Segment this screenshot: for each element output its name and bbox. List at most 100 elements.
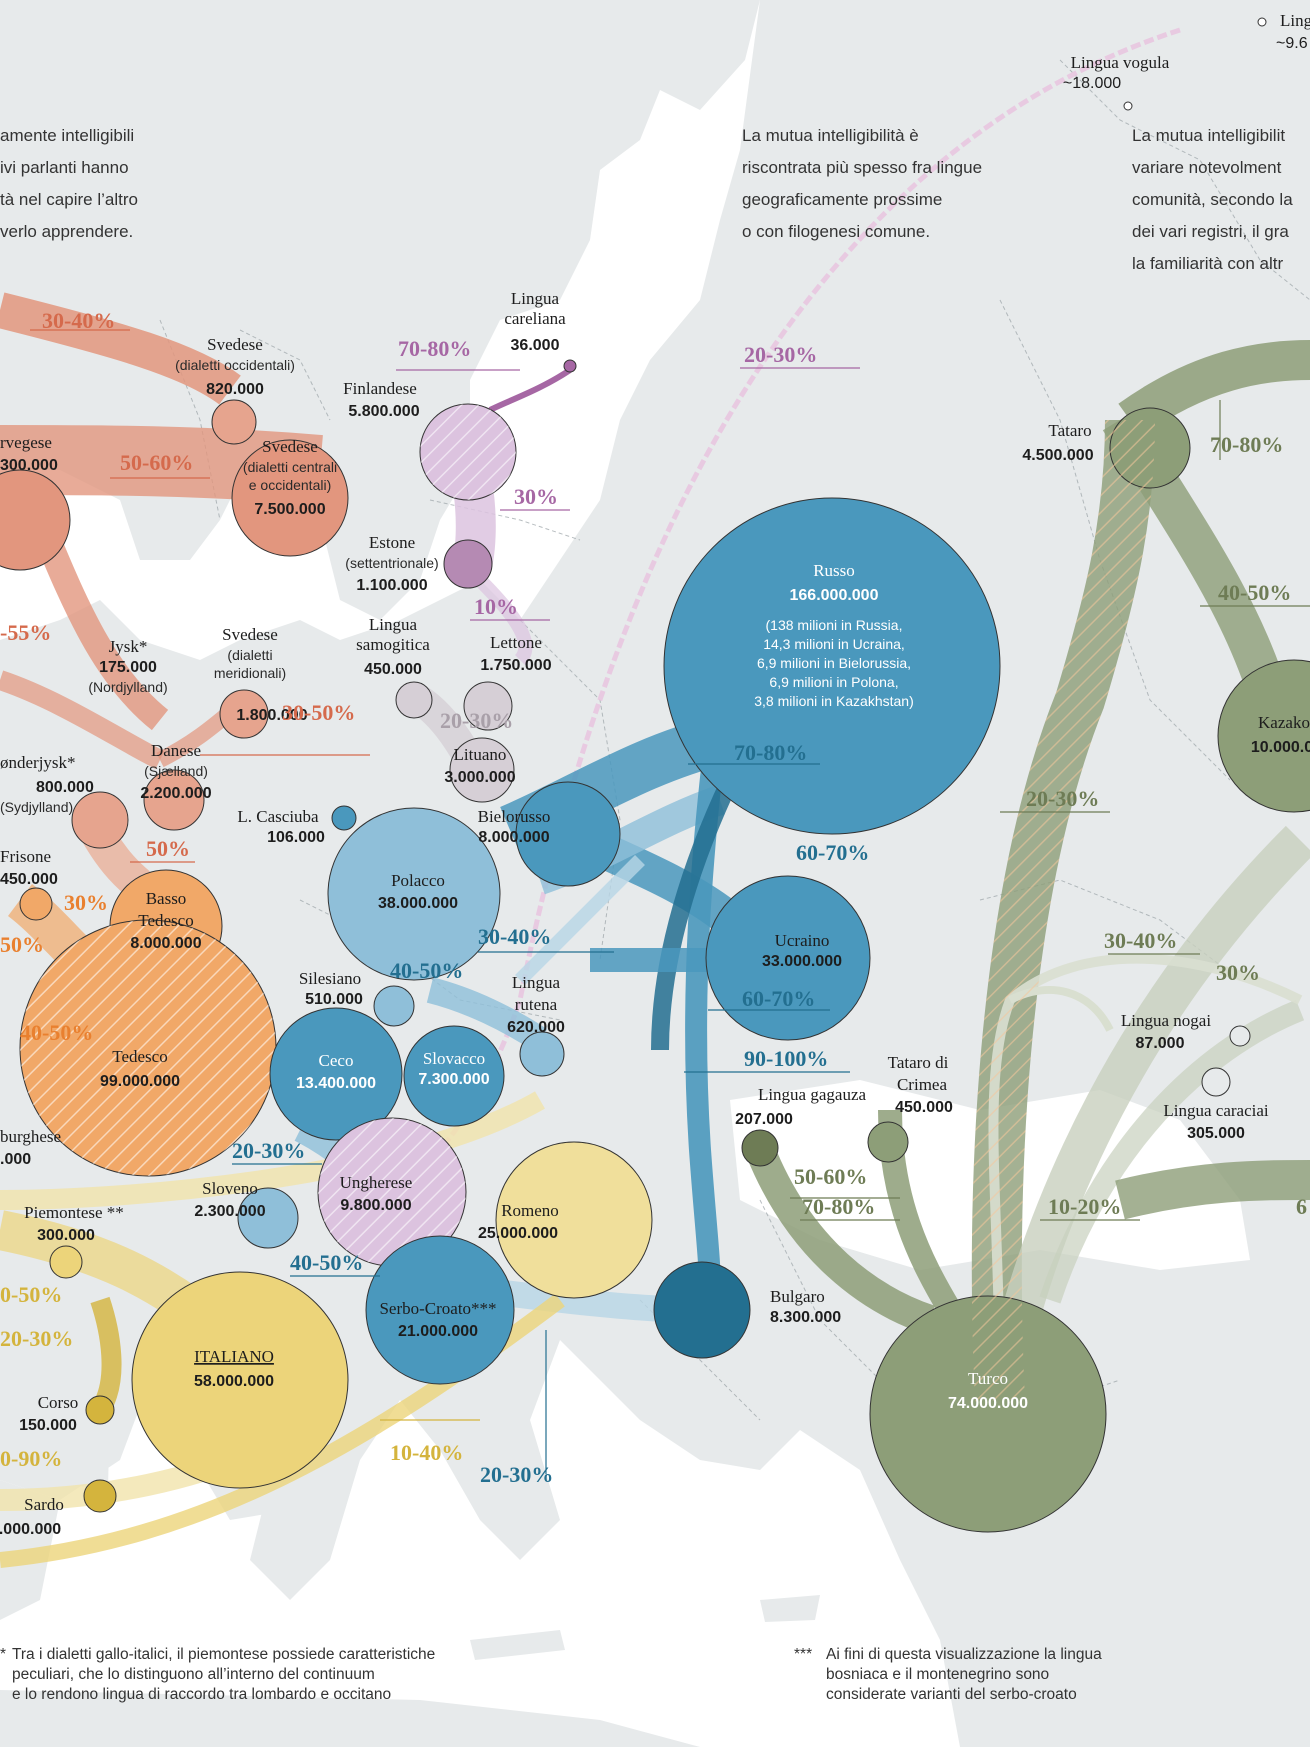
circle-vogula	[1123, 101, 1133, 111]
danese-name: Danese	[151, 741, 201, 760]
percent-labels: 30-40% 50-60% -55% 30-50% 50% 30% 50% 40…	[0, 308, 1307, 1487]
corso-speakers: 150.000	[19, 1417, 77, 1434]
land-crete	[470, 1630, 565, 1660]
basso-tedesco-name1: Basso	[146, 889, 187, 908]
sonderjysk-speakers: 800.000	[36, 779, 94, 796]
finlandese-speakers: 5.800.000	[348, 403, 419, 420]
circle-polacco	[327, 807, 501, 981]
pct-10-purple: 10%	[474, 594, 518, 619]
turco-name: Turco	[968, 1369, 1008, 1388]
circle-frisone	[19, 887, 53, 921]
slovacco-speakers: 7.300.000	[418, 1071, 489, 1088]
silesiano-speakers: 510.000	[305, 991, 363, 1008]
pct-50-orange: 50%	[0, 932, 44, 957]
frisone-speakers: 450.000	[0, 871, 58, 888]
note-right-line-2: comunità, secondo la	[1132, 190, 1293, 209]
jysk-sub: (Nordjylland)	[88, 679, 167, 695]
samogitica-speakers: 450.000	[364, 661, 422, 678]
note-left-line-2: tà nel capire l’altro	[0, 190, 138, 209]
basso-tedesco-speakers: 8.000.000	[130, 935, 201, 952]
pct-40-50-orange: 40-50%	[20, 1020, 93, 1045]
footnote-left-mark: *	[0, 1646, 7, 1663]
land-northafrica	[0, 1690, 700, 1747]
circle-casciuba	[331, 805, 357, 831]
caraciai-name: Lingua caraciai	[1163, 1101, 1269, 1120]
italiano-speakers: 58.000.000	[194, 1373, 274, 1390]
pct-30-50-red: 30-50%	[282, 700, 355, 725]
circle-slovacco	[403, 1025, 505, 1127]
footnote-right-mark: ***	[794, 1646, 813, 1663]
bulgaro-name: Bulgaro	[770, 1287, 825, 1306]
ungherese-speakers: 9.800.000	[340, 1197, 411, 1214]
careliana-name2: careliana	[504, 309, 566, 328]
note-middle-line-1: riscontrata più spesso fra lingue	[742, 158, 983, 177]
tedesco-speakers: 99.000.000	[100, 1073, 180, 1090]
tataro-name: Tataro	[1048, 421, 1091, 440]
pct-60-70-blue2: 60-70%	[742, 986, 815, 1011]
circle-silesiano	[373, 985, 415, 1027]
pct-30-green: 30%	[1216, 960, 1260, 985]
pct-40-50-green: 40-50%	[1218, 580, 1291, 605]
lettone-speakers: 1.750.000	[480, 657, 551, 674]
pct-30-40-green: 30-40%	[1104, 928, 1177, 953]
note-left-line-3: verlo apprendere.	[0, 222, 134, 241]
note-right-line-0: La mutua intelligibilit	[1132, 126, 1286, 145]
serbo-croato-speakers: 21.000.000	[398, 1323, 478, 1340]
samogitica-name1: Lingua	[369, 615, 418, 634]
pct-50-60-green: 50-60%	[794, 1164, 867, 1189]
pct-10-40-yellow: 10-40%	[390, 1440, 463, 1465]
estone-sub: (settentrionale)	[345, 555, 438, 571]
polacco-name: Polacco	[391, 871, 445, 890]
circle-piemontese	[49, 1245, 83, 1279]
circle-gagauza	[741, 1129, 779, 1167]
pct-70-80-green: 70-80%	[1210, 432, 1283, 457]
language-labels: Lingua vogula ~18.000 Ling ~9.6 Lingua c…	[0, 11, 1310, 1538]
circle-sloveno	[237, 1187, 299, 1249]
slovacco-name: Slovacco	[423, 1049, 485, 1068]
samogitica-name2: samogitica	[356, 635, 430, 654]
footnote-right-line-0: Ai fini di questa visualizzazione la lin…	[826, 1646, 1102, 1663]
silesiano-name: Silesiano	[299, 969, 361, 988]
ceco-name: Ceco	[319, 1051, 354, 1070]
russo-detail-2: 6,9 milioni in Bielorussia,	[757, 655, 911, 671]
circle-topright	[1257, 17, 1267, 27]
pct-50-60-red: 50-60%	[120, 450, 193, 475]
svedese-occ-name: Svedese	[207, 335, 263, 354]
circle-sardo	[83, 1479, 117, 1513]
polacco-speakers: 38.000.000	[378, 895, 458, 912]
pct-70-80-blue: 70-80%	[734, 740, 807, 765]
note-left-line-1: ivi parlanti hanno	[0, 158, 129, 177]
pct-90-100-blue: 90-100%	[744, 1046, 828, 1071]
circle-ungherese-hatch	[318, 1118, 466, 1266]
romeno-name: Romeno	[501, 1201, 559, 1220]
circle-careliana	[563, 359, 577, 373]
rutena-name2: rutena	[515, 995, 558, 1014]
russo-detail-3: 6,9 milioni in Polona,	[769, 674, 898, 690]
pct-20-30-green: 20-30%	[1026, 786, 1099, 811]
circle-norvegese	[0, 469, 71, 571]
crimea-name2: Crimea	[897, 1075, 947, 1094]
kazako-speakers: 10.000.0	[1251, 739, 1310, 756]
circle-bielorusso	[515, 781, 621, 887]
caraciai-speakers: 305.000	[1187, 1125, 1245, 1142]
estone-name: Estone	[369, 533, 415, 552]
lettone-name: Lettone	[490, 633, 542, 652]
circle-ceco	[269, 1007, 403, 1141]
footnote-left-line-0: Tra i dialetti gallo-italici, il piemont…	[12, 1646, 436, 1663]
danese-speakers: 2.200.000	[140, 785, 211, 802]
pct-55-red: -55%	[0, 620, 51, 645]
bielorusso-name: Bielorusso	[478, 807, 551, 826]
footnote-left-line-1: peculiari, che lo distinguono all’intern…	[12, 1666, 375, 1683]
pct-60-70-blue: 60-70%	[796, 840, 869, 865]
lituano-speakers: 3.000.000	[444, 769, 515, 786]
corso-name: Corso	[38, 1393, 79, 1412]
norvegese-name: rvegese	[0, 433, 52, 452]
sloveno-speakers: 2.300.000	[194, 1203, 265, 1220]
svedese-centr-speakers: 7.500.000	[254, 501, 325, 518]
pct-20-30-pink: 20-30%	[744, 342, 817, 367]
footnote-left-line-2: e lo rendono lingua di raccordo tra lomb…	[12, 1686, 392, 1703]
green-hatch-ribbon	[971, 419, 1155, 1402]
pct-20-30-grey: 20-30%	[440, 708, 513, 733]
turco-speakers: 74.000.000	[948, 1395, 1028, 1412]
